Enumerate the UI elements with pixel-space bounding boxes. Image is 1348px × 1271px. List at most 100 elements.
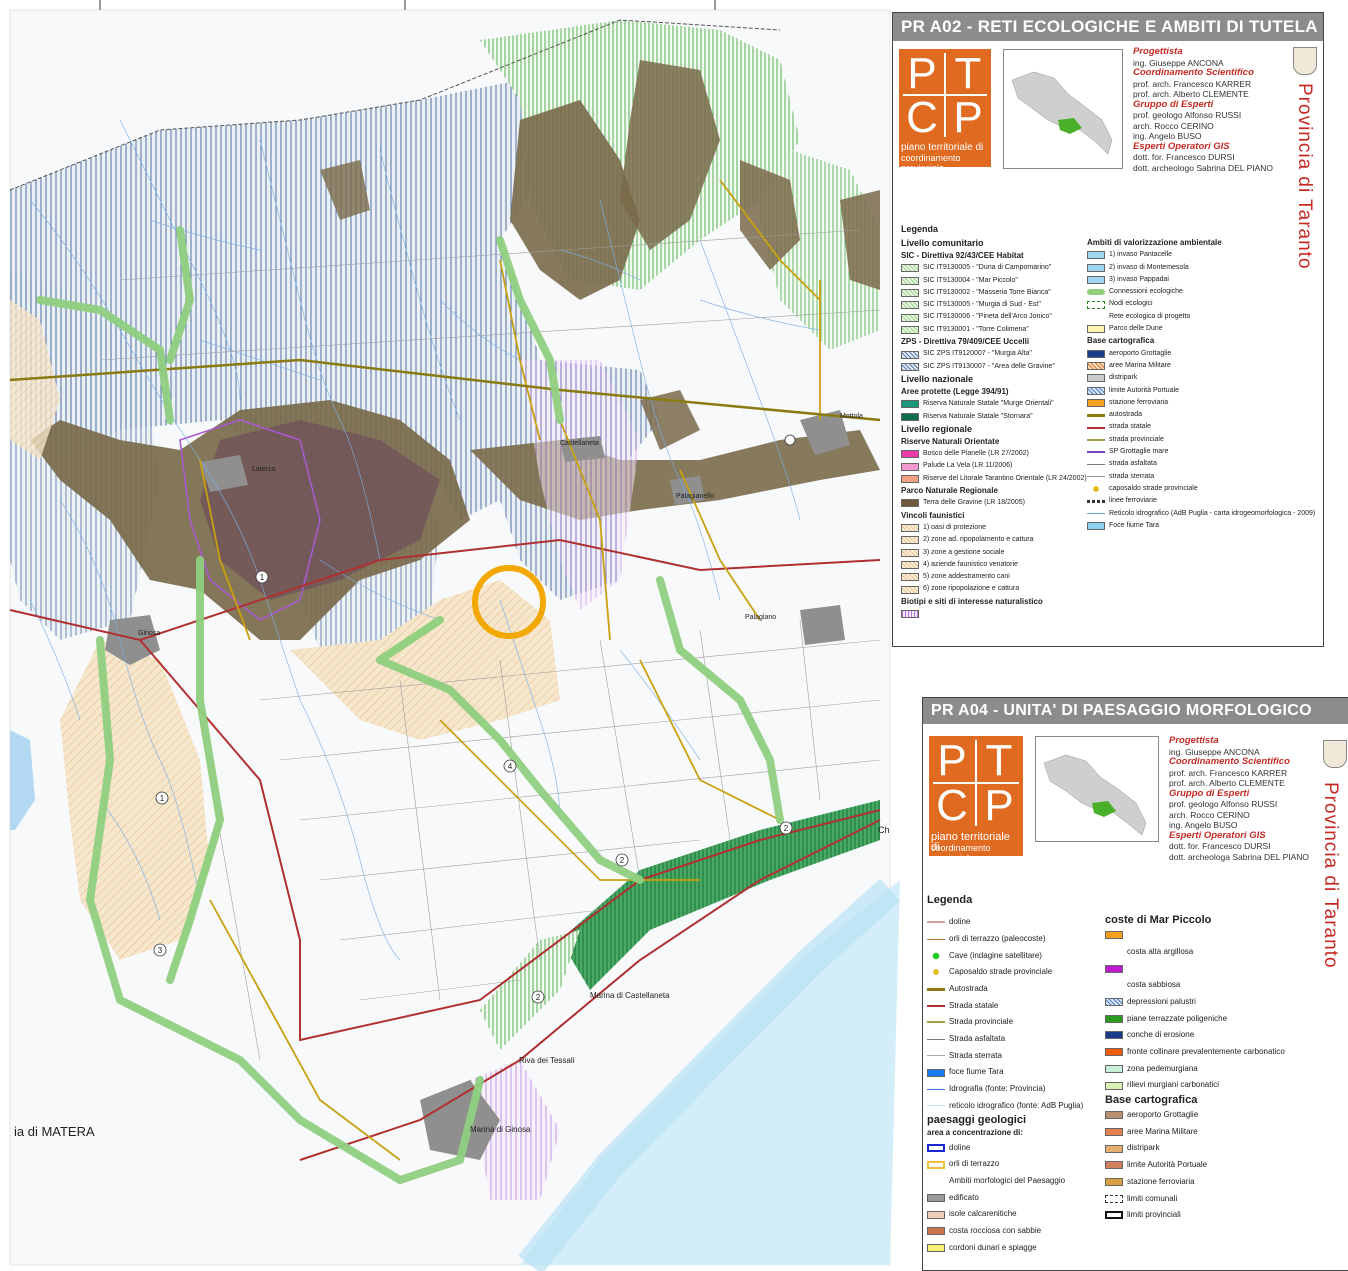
legend-rail-symbol (1087, 499, 1105, 503)
legend-item-label: 2) invaso di Montemesola (1109, 263, 1189, 271)
legend-item-label: piane terrazzate poligeniche (1127, 1013, 1228, 1023)
legend-swatch (927, 1193, 945, 1202)
legend-item: aree Marina Militare (1105, 1124, 1345, 1141)
legend-sub: Parco Naturale Regionale (901, 486, 998, 496)
legend-line-symbol (927, 938, 945, 940)
legend-item: Riserva Naturale Statale "Murge Oriental… (901, 398, 1091, 410)
legend-item-label: strada statale (1109, 423, 1152, 431)
legend-item-label: stazione ferroviaria (1109, 398, 1169, 406)
legend-item: 3) zone a gestione sociale (901, 547, 1091, 559)
legend-item: Strada statale (927, 997, 1107, 1014)
legend-swatch (901, 350, 919, 359)
label-palagianello: Palagianello (676, 493, 715, 500)
legend-item-label: SIC IT9130005 - "Murgia di Sud - Est" (923, 301, 1041, 309)
legend-swatch (1087, 374, 1105, 383)
legend-item-label: SIC IT9130006 - "Pineta dell'Arco Jonico… (923, 313, 1052, 321)
legend-item-label: Parco delle Dune (1109, 325, 1163, 333)
legend-sub: ZPS - Direttiva 79/409/CEE Uccelli (901, 337, 1030, 347)
legend-item: distripark (1087, 372, 1317, 384)
legend-item-label: isole calcarenitiche (949, 1209, 1017, 1219)
legend-swatch (1105, 1031, 1123, 1040)
label-palagiano: Palagiano (745, 614, 777, 621)
legend-item: linee ferroviarie (1087, 495, 1317, 507)
legend-swatch (927, 1244, 945, 1253)
legend-head: Livello comunitario (901, 238, 984, 248)
ptcp-logo-a04: P T C P piano territoriale di coordiname… (929, 736, 1023, 863)
legend-item-label: reticolo idrografico (fonte: AdB Puglia) (949, 1100, 1084, 1110)
label-marina-castellaneta: Marina di Castellaneta (590, 991, 670, 1000)
legend-line-symbol (927, 987, 945, 991)
legend-item: SIC IT9130005 - "Murgia di Sud - Est" (901, 299, 1091, 311)
legend-item: autostrada (1087, 409, 1317, 421)
label-chiatona: Ch (878, 825, 890, 835)
marker-label-3: 3 (158, 946, 163, 955)
credit-line: prof. arch. Francesco KARRER (1169, 767, 1288, 778)
legend-item-label: Bosco delle Pianelle (LR 27/2002) (923, 450, 1029, 458)
legend-item: strada statale (1087, 421, 1317, 433)
legend-item-label: SIC IT9130002 - "Masseria Torre Bianca" (923, 288, 1051, 296)
legend-swatch (1087, 300, 1105, 309)
legend-item: fronte collinare prevalentemente carbona… (1105, 1044, 1345, 1061)
credit-heading: Progettista (1133, 46, 1183, 57)
legend-swatch (1087, 386, 1105, 395)
legend-swatch (1087, 399, 1105, 407)
legend-swatch (1105, 1064, 1123, 1073)
legend-swatch (901, 313, 919, 322)
legend-item: strada sterrata (1087, 471, 1317, 483)
legend-swatch (1105, 1177, 1123, 1186)
legend-item: Reticolo idrografico (AdB Puglia - carta… (1087, 508, 1317, 520)
legend-item-label: zona pedemurgiana (1127, 1063, 1198, 1073)
legend-item: distripark (1105, 1140, 1345, 1157)
legend-a04-heading: Legenda (927, 894, 972, 907)
highlight-circle[interactable] (472, 565, 546, 639)
legend-item-label: strada asfaltata (1109, 460, 1157, 468)
panel-a02-title: PR A02 - RETI ECOLOGICHE E AMBITI DI TUT… (893, 13, 1323, 41)
legend-head: Base cartografica (1105, 1093, 1198, 1106)
legend-item-label: caposaldo strade provinciale (1109, 484, 1198, 492)
coat-of-arms-icon (1293, 47, 1317, 75)
coat-of-arms-icon (1323, 740, 1347, 768)
legend-swatch-empty (1087, 313, 1105, 321)
legend-item-label: 1) invaso Pantacelle (1109, 251, 1173, 259)
legend-item: doline (927, 1140, 1107, 1157)
legend-item: Rete ecologica di progetto (1087, 311, 1317, 323)
marker-label-2b: 2 (784, 824, 789, 833)
legend-item-label: costa sabbiosa (1127, 980, 1181, 990)
legend-item: limite Autorità Portuale (1087, 385, 1317, 397)
legend-line-symbol (1087, 513, 1105, 515)
legend-sub: Vincoli faunistici (901, 510, 965, 520)
provincia-title-a02: Provincia di Taranto (1294, 83, 1315, 270)
legend-dot-icon (927, 968, 945, 977)
credit-line: prof. geologo Alfonso RUSSI (1133, 110, 1242, 120)
legend-item-label: SP Grottaglie mare (1109, 448, 1169, 456)
marker-label-2c: 2 (620, 856, 625, 865)
legend-head: paesaggi geologici (927, 1114, 1027, 1127)
label-mottola: Mottola (840, 413, 863, 420)
legend-item-label: Strada statale (949, 1000, 999, 1010)
circle-markers (153, 434, 796, 1004)
legend-sub: Aree protette (Legge 394/91) (901, 386, 1009, 396)
legend-line-symbol (1087, 463, 1105, 465)
legend-swatch (901, 548, 919, 557)
legend-item: Caposaldo strade provinciale (927, 964, 1107, 981)
ptcp-letter-t: T (985, 736, 1013, 785)
legend-item: Riserve del Litorale Tarantino Orientale… (901, 473, 1091, 485)
legend-item (1105, 927, 1345, 944)
legend-item-label: Foce fiume Tara (1109, 521, 1160, 529)
ptcp-letter-t: T (954, 49, 982, 98)
legend-item: costa alta argillosa (1105, 944, 1345, 961)
legend-swatch (1105, 998, 1123, 1007)
legend-item: Strada asfaltata (927, 1031, 1107, 1048)
credit-line: arch. Rocco CERINO (1133, 120, 1214, 131)
urban-areas (105, 410, 850, 1160)
legend-line-symbol (927, 1038, 945, 1040)
legend-item: limiti comunali (1105, 1190, 1345, 1207)
legend-sub: Biotipi e siti di interesse naturalistic… (901, 596, 1043, 606)
legend-a02-heading: Legenda (901, 223, 938, 236)
legend-item-label: Idrografia (fonte: Provincia) (949, 1084, 1046, 1094)
legend-swatch (1105, 1161, 1123, 1170)
legend-item-label: Nodi ecologici (1109, 300, 1153, 308)
legend-item: Autostrada (927, 981, 1107, 998)
legend-item: Ambiti morfologici del Paesaggio (927, 1173, 1107, 1190)
